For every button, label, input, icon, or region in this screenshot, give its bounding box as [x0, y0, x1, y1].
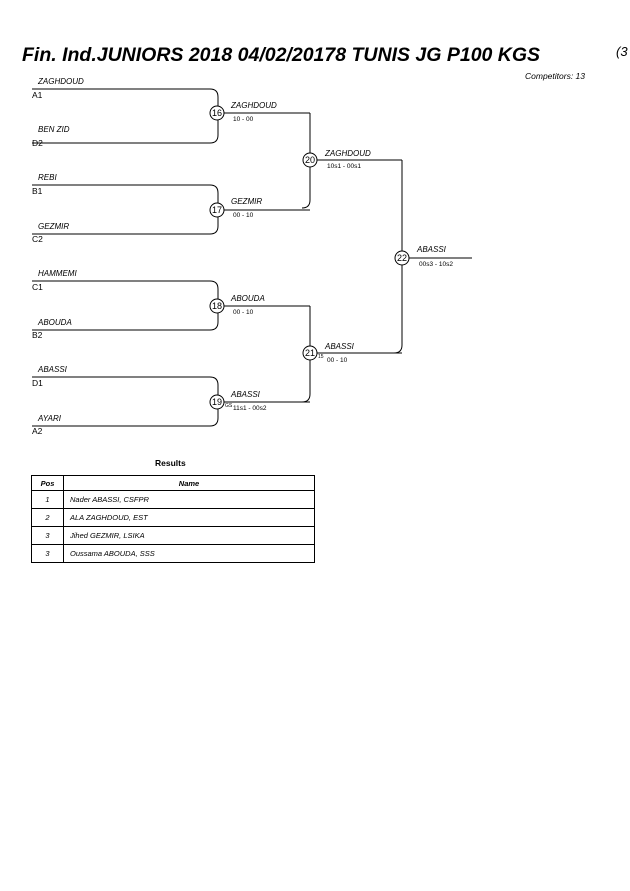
bracket-line-r1-16	[32, 88, 310, 144]
winner-name: ABASSI	[324, 342, 355, 351]
match-number-21: 21	[305, 348, 315, 358]
seed-label: B2	[32, 330, 43, 340]
result-pos: 2	[31, 508, 64, 527]
winner-name: ZAGHDOUD	[324, 149, 371, 158]
match-note: 15	[318, 354, 324, 360]
bracket-line-r1-17	[32, 184, 310, 235]
winner-name: ABASSI	[230, 390, 261, 399]
table-row: 3 Jihed GEZMIR, LSIKA	[31, 526, 315, 545]
match-number-18: 18	[212, 301, 222, 311]
seed-label: A1	[32, 90, 43, 100]
match-circle-16	[209, 105, 225, 121]
results-header-row: Pos Name	[31, 475, 315, 491]
bracket-diagram: 16 17 18 19 20 21 22 ZAGHDOUD A1 BEN ZID…	[32, 77, 472, 436]
seed-label: D1	[32, 378, 43, 388]
page-title: Fin. Ind.JUNIORS 2018 04/02/20178 TUNIS …	[22, 44, 541, 66]
competitor-name: GEZMIR	[38, 222, 69, 231]
match-score: 00 - 10	[233, 212, 254, 219]
match-number-16: 16	[212, 108, 222, 118]
result-name: Oussama ABOUDA, SSS	[63, 544, 315, 563]
match-circle-21	[302, 345, 318, 361]
seed-label: A2	[32, 426, 43, 436]
match-score: 00 - 10	[233, 309, 254, 316]
seed-label: C1	[32, 282, 43, 292]
result-name: Nader ABASSI, CSFPR	[63, 490, 315, 509]
winner-name: ABASSI	[416, 245, 447, 254]
winner-name: GEZMIR	[231, 197, 262, 206]
seed-label: B1	[32, 186, 43, 196]
competitor-name: ZAGHDOUD	[37, 77, 84, 86]
bracket-line-r1-19	[32, 376, 310, 427]
seed-label: C2	[32, 234, 43, 244]
match-circle-18	[209, 298, 225, 314]
results-table: Pos Name 1 Nader ABASSI, CSFPR 2 ALA ZAG…	[31, 475, 315, 563]
competitor-name: ABOUDA	[37, 318, 72, 327]
match-note: GS	[225, 403, 233, 409]
competitor-name: BEN ZID	[38, 125, 70, 134]
match-number-20: 20	[305, 155, 315, 165]
match-circle-20	[302, 152, 318, 168]
results-title: Results	[155, 458, 186, 468]
bracket-line-final-22	[393, 160, 472, 354]
competitor-name: ABASSI	[37, 365, 68, 374]
result-pos: 1	[31, 490, 64, 509]
competitor-name: REBI	[38, 173, 57, 182]
competitor-name: HAMMEMI	[38, 269, 77, 278]
match-score: 11s1 - 00s2	[233, 405, 267, 412]
match-score: 10s1 - 00s1	[327, 163, 361, 170]
match-number-19: 19	[212, 397, 222, 407]
competitor-name: AYARI	[37, 414, 62, 423]
table-row: 1 Nader ABASSI, CSFPR	[31, 490, 315, 509]
table-row: 3 Oussama ABOUDA, SSS	[31, 544, 315, 563]
bracket-line-r1-18	[32, 280, 310, 331]
result-pos: 3	[31, 526, 64, 545]
winner-name: ZAGHDOUD	[230, 101, 277, 110]
result-pos: 3	[31, 544, 64, 563]
match-score: 10 - 00	[233, 116, 254, 123]
table-row: 2 ALA ZAGHDOUD, EST	[31, 508, 315, 527]
seed-label: D2	[32, 138, 43, 148]
match-circle-22	[394, 250, 410, 266]
result-name: ALA ZAGHDOUD, EST	[63, 508, 315, 527]
pos-header: Pos	[31, 475, 64, 491]
match-score: 00s3 - 10s2	[419, 261, 453, 268]
match-score: 00 - 10	[327, 357, 348, 364]
match-number-17: 17	[212, 205, 222, 215]
name-header: Name	[63, 475, 315, 491]
match-number-22: 22	[397, 253, 407, 263]
match-circle-19	[209, 394, 225, 410]
winner-name: ABOUDA	[230, 294, 265, 303]
match-circle-17	[209, 202, 225, 218]
result-name: Jihed GEZMIR, LSIKA	[63, 526, 315, 545]
title-suffix: (3	[616, 44, 628, 59]
competitors-count: Competitors: 13	[525, 71, 585, 81]
